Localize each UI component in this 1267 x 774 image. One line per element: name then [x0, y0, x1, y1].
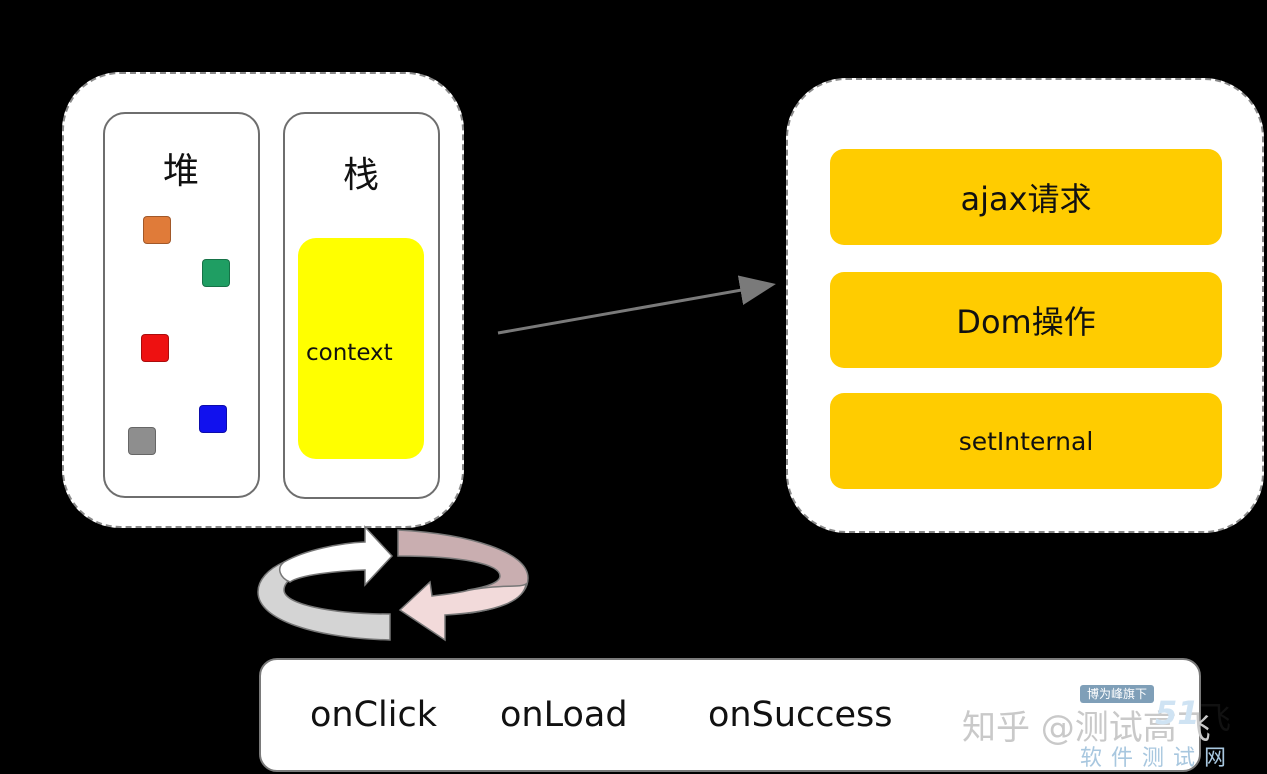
queue-item-onload: onLoad — [500, 695, 628, 735]
heap-object-orange — [143, 216, 171, 244]
watermark-brand: 51 — [1155, 694, 1200, 732]
callback-queue — [259, 658, 1201, 772]
heap-label: 堆 — [162, 151, 199, 192]
context-label: context — [306, 340, 393, 366]
queue-item-onclick: onClick — [310, 695, 437, 735]
event-loop-cycle-icon — [257, 525, 529, 642]
task-ajax-request: ajax请求 — [830, 149, 1222, 245]
watermark-zhihu: 知乎 @测试高飞 — [962, 708, 1211, 748]
watermark-badge: 博为峰旗下 — [1080, 685, 1154, 703]
watermark-trailing: 飞 — [1199, 699, 1232, 737]
connector-arrow — [497, 275, 776, 335]
heap-object-green — [202, 259, 230, 287]
watermark-subtitle: 软件测试网 — [1080, 746, 1236, 771]
stack-label: 栈 — [342, 155, 379, 196]
heap-object-red — [141, 334, 169, 362]
queue-item-onsuccess: onSuccess — [708, 695, 893, 735]
heap-object-blue — [199, 405, 227, 433]
context-block — [298, 238, 424, 459]
task-dom-operation: Dom操作 — [830, 272, 1222, 368]
task-set-internal: setInternal — [830, 393, 1222, 489]
heap-object-gray — [128, 427, 156, 455]
